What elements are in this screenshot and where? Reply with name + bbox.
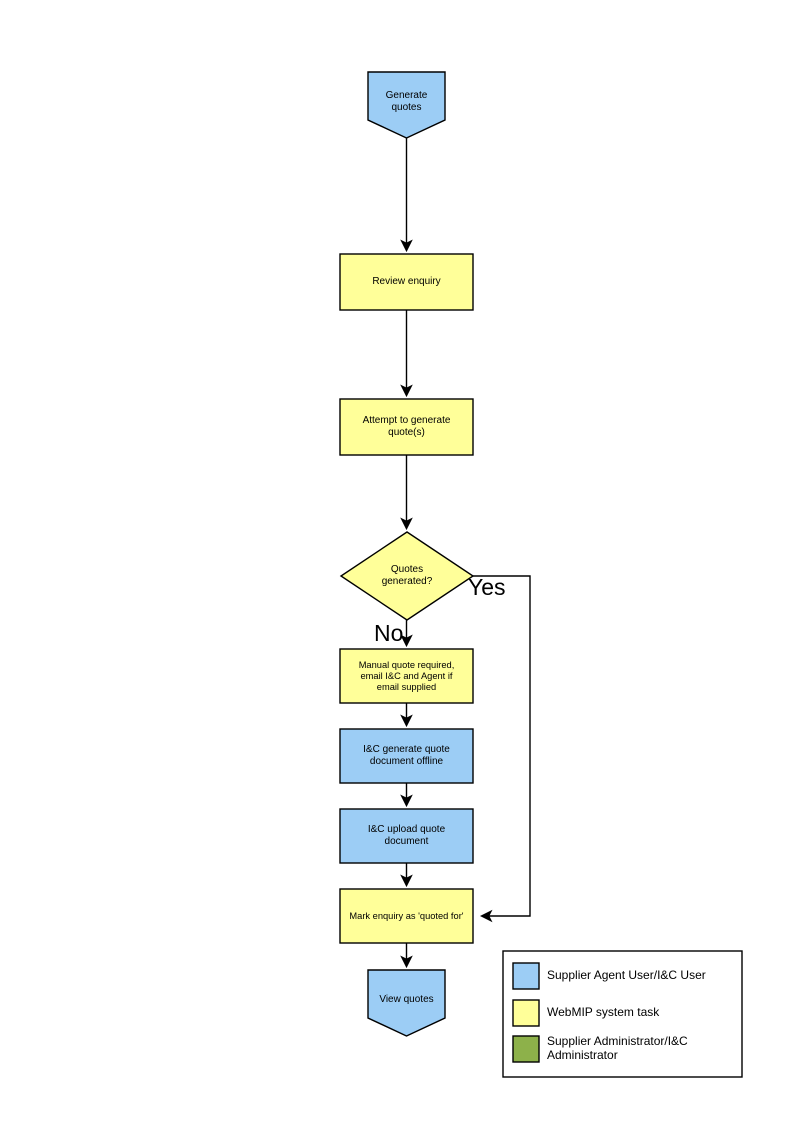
node-manual-quote-required[interactable] [339,648,474,704]
legend-swatch-admin [512,1035,540,1063]
legend [502,950,743,1078]
node-generate-quotes[interactable] [367,71,446,139]
legend-swatch-system [512,999,540,1027]
node-view-quotes[interactable] [367,969,446,1037]
node-ic-upload-quote-document[interactable] [339,808,474,864]
edge-decision-yes-to-mark [473,575,531,923]
node-ic-generate-quote-offline[interactable] [339,728,474,784]
legend-swatch-user [512,962,540,990]
node-review-enquiry[interactable] [339,253,474,311]
legend-label-user: Supplier Agent User/I&C User [547,968,706,982]
node-attempt-generate-quotes[interactable] [339,398,474,456]
edge-label-no: No [374,620,404,646]
node-quotes-generated-decision[interactable] [339,531,475,621]
legend-label-system: WebMIP system task [547,1005,660,1019]
legend-border [502,950,743,1078]
legend-label-admin: Supplier Administrator/I&C Administrator [547,1034,688,1062]
edge-label-yes: Yes [468,574,506,600]
nodes [339,71,475,1037]
connectors [400,138,531,969]
node-mark-enquiry-quoted-for[interactable] [339,888,474,944]
